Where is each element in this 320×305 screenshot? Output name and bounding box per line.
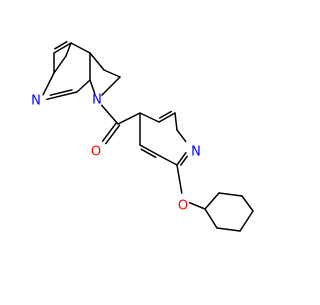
bond-h5-h6 bbox=[216, 227, 241, 232]
bond-n3-c16-inner bbox=[180, 155, 188, 166]
atom-labels-layer: N N O N O bbox=[31, 93, 201, 214]
bond-c13-c14-inner bbox=[158, 110, 172, 119]
bond-n3-c16 bbox=[176, 151, 187, 166]
bond-n1-c7-inner bbox=[49, 89, 73, 96]
bond-n2-c11 bbox=[100, 104, 119, 125]
bond-h2-h3 bbox=[218, 192, 243, 197]
bond-n2-c6 bbox=[89, 79, 96, 95]
carbonyl-oxygen-label: O bbox=[91, 145, 101, 160]
bond-c17-c18-inner bbox=[140, 148, 157, 159]
bond-c13-c14 bbox=[158, 112, 176, 123]
bond-cp3-n2 bbox=[101, 76, 121, 96]
bond-h6-h1 bbox=[204, 208, 218, 229]
molecule-drawing: N N O N O bbox=[31, 40, 254, 232]
bond-c4a-c9 bbox=[65, 42, 72, 57]
bond-c7-c6 bbox=[76, 79, 91, 93]
bond-c11-c12 bbox=[117, 112, 141, 125]
bond-c16-c17 bbox=[159, 155, 178, 166]
bond-h3-h4 bbox=[241, 195, 254, 212]
bond-c5-c4a bbox=[70, 42, 91, 54]
bond-c15-n3 bbox=[176, 129, 187, 143]
bond-h4-h5 bbox=[239, 210, 254, 232]
bond-c12-c13 bbox=[139, 112, 160, 123]
bond-o2-h1 bbox=[188, 201, 206, 210]
bonds-layer bbox=[42, 40, 254, 232]
bond-c4-c4a-inner bbox=[54, 40, 68, 50]
bond-c4-c4a bbox=[53, 42, 72, 54]
bond-c14-c15 bbox=[174, 112, 178, 131]
bond-c17-c18 bbox=[139, 144, 161, 157]
bond-n1-c7 bbox=[46, 91, 78, 101]
ether-oxygen-label: O bbox=[178, 199, 188, 214]
bond-c3-n1 bbox=[42, 72, 55, 96]
bond-c9-c3 bbox=[53, 55, 67, 74]
bond-h1-h2 bbox=[204, 192, 220, 210]
indoline-nitrogen-label: N bbox=[92, 93, 102, 108]
pyridine-nitrogen-right-label: N bbox=[191, 145, 201, 160]
bond-c11-o1-second bbox=[105, 124, 121, 145]
bond-cp2-cp3 bbox=[103, 69, 121, 78]
bond-c5-cp2 bbox=[89, 52, 105, 71]
structure-canvas: N N O N O bbox=[31, 40, 254, 232]
bond-c11-o1 bbox=[101, 122, 118, 142]
bond-c16-o2 bbox=[176, 164, 183, 194]
pyridine-nitrogen-left-label: N bbox=[31, 94, 41, 109]
